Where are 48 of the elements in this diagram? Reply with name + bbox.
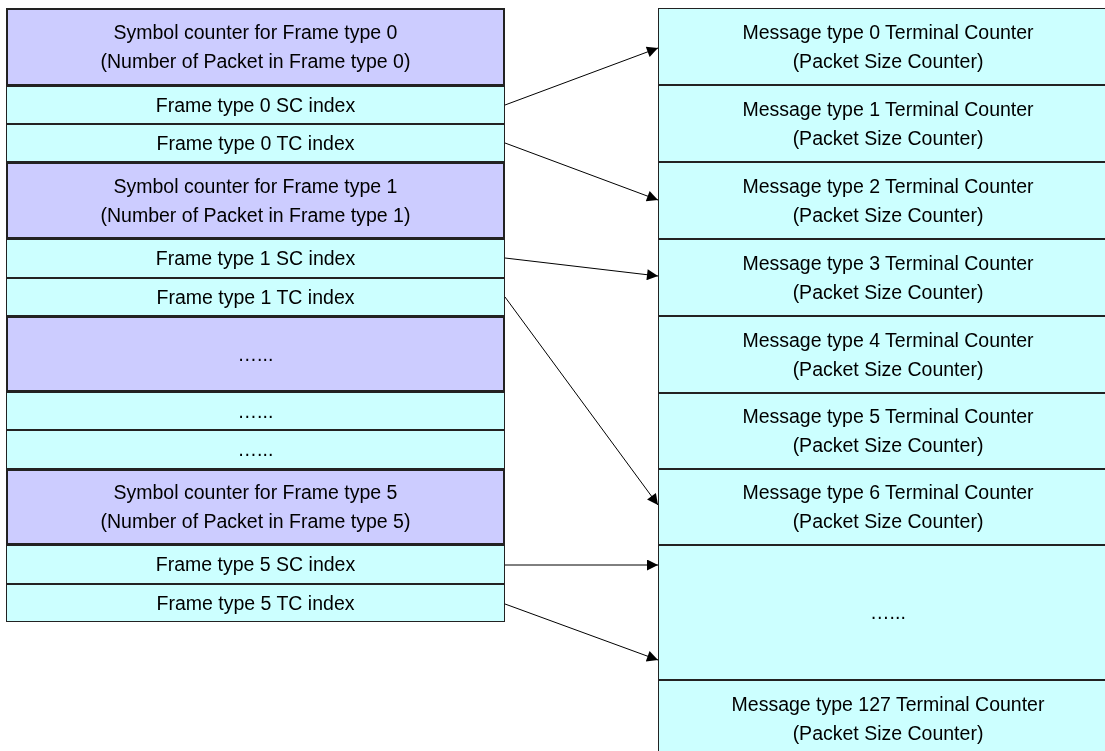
index-row (6, 392, 505, 430)
index-row (6, 545, 505, 584)
counter-row (6, 316, 505, 392)
counter-row (658, 239, 1105, 316)
row-text: Frame type 5 SC index (155, 552, 356, 577)
row-text: Frame type 0 TC index (156, 130, 355, 156)
index-row (6, 584, 505, 622)
row-text: Symbol counter for Frame type 1 (Number of Packet in Frame type 1) (100, 173, 411, 228)
counter-row (6, 8, 505, 86)
row-text: Message type 4 Terminal Counter (Packet Size Counter) (742, 327, 1034, 382)
row-text: Frame type 1 SC index (155, 246, 356, 271)
row-text: Message type 3 Terminal Counter (Packet Size Counter) (742, 250, 1034, 305)
arrow (504, 559, 659, 571)
index-row (6, 239, 505, 278)
row-text: …... (237, 398, 274, 424)
row-text: Frame type 5 TC index (156, 590, 355, 616)
counter-row (6, 162, 505, 239)
index-row (6, 86, 505, 124)
arrow (504, 257, 659, 281)
row-text: Symbol counter for Frame type 0 (Number of Packet in Frame type 0) (100, 20, 411, 74)
counter-row (658, 393, 1105, 469)
arrow (504, 142, 659, 202)
row-text: Message type 2 Terminal Counter (Packet Size Counter) (742, 173, 1034, 228)
row-text: Frame type 0 SC index (155, 92, 356, 118)
row-text: Frame type 1 TC index (156, 284, 355, 310)
row-text: …... (870, 600, 906, 625)
counter-row (658, 85, 1105, 162)
arrow (504, 603, 659, 662)
row-text: …... (237, 437, 274, 462)
counter-row (658, 545, 1105, 680)
index-row (6, 124, 505, 162)
row-text: Message type 5 Terminal Counter (Packet Size Counter) (742, 404, 1034, 458)
row-text: Message type 1 Terminal Counter (Packet Size Counter) (742, 96, 1034, 151)
row-text: Message type 127 Terminal Counter (Packet Size Counter) (731, 691, 1045, 746)
counter-row (658, 162, 1105, 239)
counter-row (658, 8, 1105, 85)
arrow (504, 46, 659, 106)
arrow (504, 296, 659, 506)
index-row (6, 278, 505, 316)
counter-row (658, 316, 1105, 393)
counter-row (658, 469, 1105, 545)
row-text: …... (237, 341, 274, 367)
row-text: Message type 6 Terminal Counter (Packet Size Counter) (742, 480, 1034, 534)
row-text: Symbol counter for Frame type 5 (Number of Packet in Frame type 5) (100, 480, 411, 534)
row-text: Message type 0 Terminal Counter (Packet Size Counter) (742, 19, 1034, 74)
counter-row (658, 680, 1105, 751)
counter-row (6, 469, 505, 545)
index-row (6, 430, 505, 469)
